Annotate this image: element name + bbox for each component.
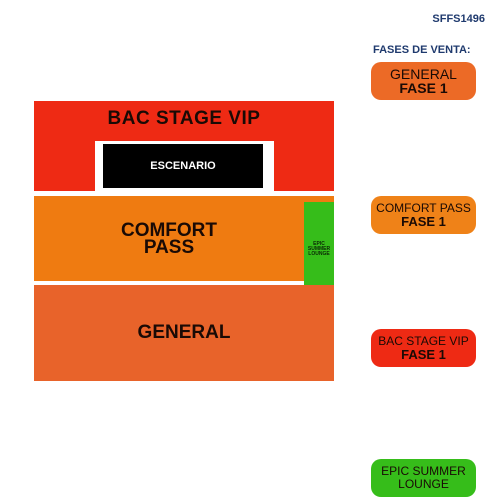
venue-map: BAC STAGE VIP ESCENARIO COMFORT PASS EPI…: [34, 101, 334, 381]
phase-epic-line2: LOUNGE: [398, 477, 449, 491]
phase-epic-line1: EPIC SUMMER: [381, 464, 466, 478]
stage: ESCENARIO: [103, 144, 263, 188]
zone-comfort-label-line2: PASS: [143, 236, 195, 258]
phase-vip-line1: BAC STAGE VIP: [378, 333, 469, 348]
phase-bac-stage-vip-button[interactable]: BAC STAGE VIP FASE 1: [371, 329, 476, 367]
phase-comfort-line1: COMFORT PASS: [376, 200, 471, 215]
phase-comfort-line2: FASE 1: [401, 213, 446, 229]
zone-comfort-pass[interactable]: COMFORT PASS: [34, 196, 304, 281]
phase-general-button[interactable]: GENERAL FASE 1: [371, 62, 476, 100]
zone-general[interactable]: GENERAL: [34, 285, 334, 381]
zone-epic-label-line3: LOUNGE: [308, 250, 330, 257]
sale-phases-title: FASES DE VENTA:: [373, 44, 471, 56]
zone-divider: [34, 281, 304, 285]
zone-comfort-label-line1: COMFORT: [120, 219, 218, 241]
zone-epic-label-line2: SUMMER: [307, 245, 331, 252]
phase-epic-summer-lounge-button[interactable]: EPIC SUMMER LOUNGE: [371, 459, 476, 497]
zone-vip-label: BAC STAGE VIP: [107, 108, 261, 129]
zone-epic-summer-lounge[interactable]: EPIC SUMMER LOUNGE: [304, 202, 334, 296]
phase-vip-line2: FASE 1: [401, 346, 446, 362]
event-code: SFFS1496: [432, 13, 485, 25]
phase-comfort-pass-button[interactable]: COMFORT PASS FASE 1: [371, 196, 476, 234]
phase-general-line2: FASE 1: [399, 79, 448, 96]
zone-epic-label-line1: EPIC: [313, 240, 325, 247]
phase-general-line1: GENERAL: [390, 65, 457, 82]
zone-general-label: GENERAL: [137, 322, 231, 343]
zone-comfort-pass-edge: [304, 196, 334, 202]
